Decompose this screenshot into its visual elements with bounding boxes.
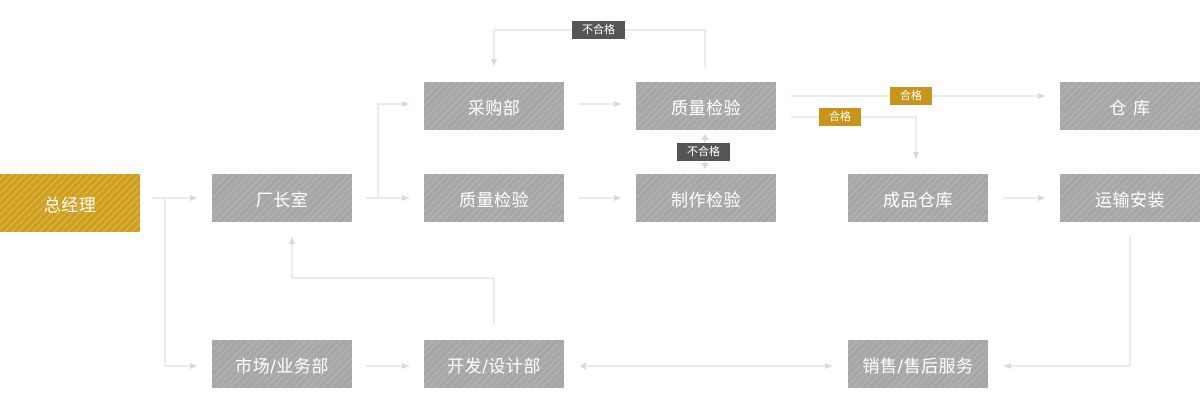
tag-qualified-warehouse: 合格 xyxy=(890,87,932,105)
node-finished-goods[interactable]: 成品仓库 xyxy=(848,174,988,222)
node-factory-office[interactable]: 厂长室 xyxy=(212,174,352,222)
node-dev-design[interactable]: 开发/设计部 xyxy=(424,340,564,388)
node-quality-check-mid[interactable]: 质量检验 xyxy=(424,174,564,222)
tag-unqualified-top: 不合格 xyxy=(572,21,625,39)
node-transport-install[interactable]: 运输安装 xyxy=(1060,174,1200,222)
node-sales-service[interactable]: 销售/售后服务 xyxy=(848,340,988,388)
node-warehouse-label: 仓 库 xyxy=(1109,98,1151,119)
node-finished-goods-label: 成品仓库 xyxy=(883,190,953,211)
node-transport-install-label: 运输安装 xyxy=(1095,190,1165,211)
tag-unqualified-mid: 不合格 xyxy=(677,143,730,161)
node-purchasing-label: 采购部 xyxy=(467,98,521,119)
node-quality-check-mid-label: 质量检验 xyxy=(459,190,529,211)
node-dev-design-label: 开发/设计部 xyxy=(447,356,541,377)
node-sales-service-label: 销售/售后服务 xyxy=(862,356,974,377)
node-quality-check-top[interactable]: 质量检验 xyxy=(636,82,776,130)
node-production-check-label: 制作检验 xyxy=(671,190,741,211)
node-quality-check-top-label: 质量检验 xyxy=(671,98,741,119)
tag-qualified-finished: 合格 xyxy=(819,108,861,126)
node-market-business[interactable]: 市场/业务部 xyxy=(212,340,352,388)
node-production-check[interactable]: 制作检验 xyxy=(636,174,776,222)
node-purchasing[interactable]: 采购部 xyxy=(424,82,564,130)
node-market-business-label: 市场/业务部 xyxy=(235,356,329,377)
node-general-manager[interactable]: 总经理 xyxy=(0,174,140,232)
node-factory-office-label: 厂长室 xyxy=(255,190,309,211)
node-general-manager-label: 总经理 xyxy=(43,195,97,216)
node-warehouse[interactable]: 仓 库 xyxy=(1060,82,1200,130)
